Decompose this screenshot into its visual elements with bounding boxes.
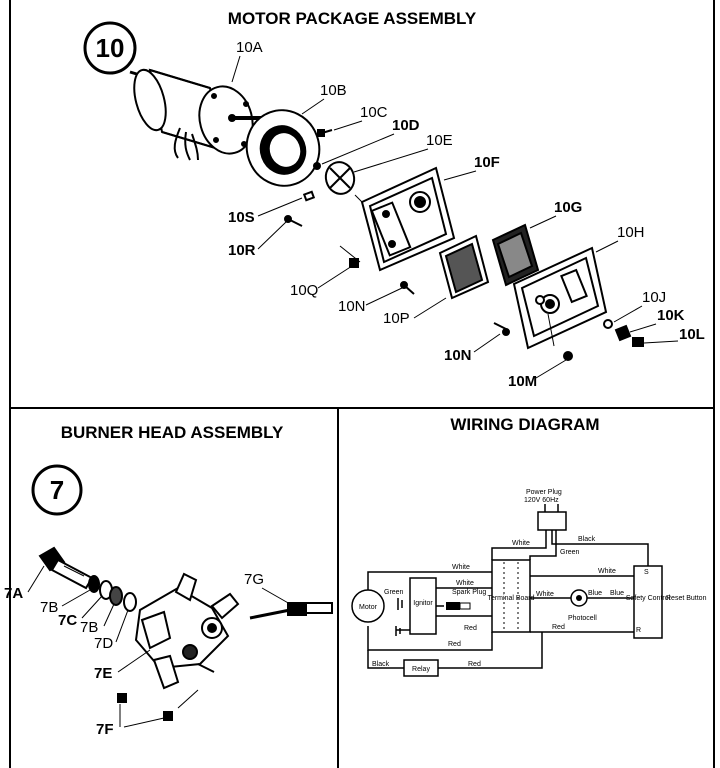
label-10c: 10C xyxy=(360,104,388,121)
label-10b: 10B xyxy=(320,82,347,99)
wire-red-relay: Red xyxy=(468,661,481,668)
wiring-section-title: WIRING DIAGRAM xyxy=(450,415,599,434)
motor-section-title: MOTOR PACKAGE ASSEMBLY xyxy=(228,9,477,28)
label-7f: 7F xyxy=(96,721,114,738)
screw-10m-drawing xyxy=(547,313,573,361)
motor-10a-drawing xyxy=(129,68,262,161)
section-dividers xyxy=(9,0,715,768)
label-7c: 7C xyxy=(58,612,77,629)
wire-red-safety: Red xyxy=(552,624,565,631)
reset-button-label: Reset Button xyxy=(666,595,707,602)
burner-section-title: BURNER HEAD ASSEMBLY xyxy=(61,423,284,442)
terminal-board: Terminal Board xyxy=(487,559,535,633)
power-spec-label: 120V 60Hz xyxy=(524,497,559,504)
motor-leader-lines xyxy=(231,55,679,379)
power-plug-drawing xyxy=(537,504,567,531)
label-10k: 10K xyxy=(657,307,685,324)
wire-white-safety: White xyxy=(598,568,616,575)
ignitor-label: Ignitor xyxy=(413,600,433,607)
label-10s: 10S xyxy=(228,209,255,226)
burner-assembly-badge: 7 xyxy=(31,464,83,516)
label-7d: 7D xyxy=(94,635,113,652)
wire-white-left: White xyxy=(452,564,470,571)
wire-black-top: Black xyxy=(578,536,596,543)
flange-10b-drawing xyxy=(245,109,321,187)
relay-label: Relay xyxy=(412,666,430,673)
terminal-s-label: S xyxy=(644,569,649,576)
label-10h: 10H xyxy=(617,224,645,241)
parts-7b-7c-drawing xyxy=(88,575,137,612)
wire-blue-left: Blue xyxy=(588,590,602,597)
wiring-motor-label: Motor xyxy=(359,604,378,611)
safety-control-label: Safety Control xyxy=(626,595,671,602)
label-10a: 10A xyxy=(236,39,263,56)
wire-red-ignitor: Red xyxy=(464,625,477,632)
power-plug-label: Power Plug xyxy=(526,489,562,496)
label-7a: 7A xyxy=(4,585,23,602)
label-10p: 10P xyxy=(383,310,410,327)
burner-head-7e-drawing xyxy=(134,572,240,690)
photocell-symbol: Photocell xyxy=(568,589,597,622)
wire-green-top: Green xyxy=(560,549,580,556)
label-10f: 10F xyxy=(474,154,500,171)
wiring-motor-symbol: Motor xyxy=(351,589,385,623)
terminal-board-label: Terminal Board xyxy=(487,595,534,602)
relay-box: Relay xyxy=(403,659,439,677)
motor-assembly-number: 10 xyxy=(96,33,125,63)
wire-white-ignitor: White xyxy=(456,580,474,587)
screws-7f-drawing xyxy=(117,689,199,721)
label-10j: 10J xyxy=(642,289,666,306)
wire-white-top: White xyxy=(512,540,530,547)
label-10m: 10M xyxy=(508,373,537,390)
cover-10h-drawing xyxy=(512,246,608,350)
safety-control-box: Safety Control R S Reset Button xyxy=(626,565,707,639)
label-7b-upper: 7B xyxy=(40,599,58,616)
screw-10r-drawing xyxy=(284,215,303,227)
fan-10e-drawing xyxy=(324,161,356,195)
label-10n-lower: 10N xyxy=(444,347,472,364)
wire-color-labels: Power Plug 120V 60Hz White Black Green W… xyxy=(372,489,624,668)
wire-blue-right: Blue xyxy=(610,590,624,597)
washer-10d-drawing xyxy=(313,162,321,170)
motor-part-labels: 10A 10B 10C 10D 10E 10F 10G 10H 10J 10K … xyxy=(228,39,705,390)
label-10r: 10R xyxy=(228,242,256,259)
spark-plug-label: Spark Plug xyxy=(452,589,486,596)
label-7e: 7E xyxy=(94,665,112,682)
housing-10f-drawing xyxy=(339,166,456,272)
screen-10p-drawing xyxy=(438,234,490,300)
filter-10g-drawing xyxy=(491,223,540,287)
motor-assembly-badge: 10 xyxy=(83,21,137,75)
label-10l: 10L xyxy=(679,326,705,343)
burner-leader-lines xyxy=(27,565,291,728)
label-10e: 10E xyxy=(426,132,453,149)
spark-plug-symbol xyxy=(446,602,471,610)
label-10g: 10G xyxy=(554,199,582,216)
burner-assembly-number: 7 xyxy=(50,475,64,505)
wire-white-photocell: White xyxy=(536,591,554,598)
label-7g: 7G xyxy=(244,571,264,588)
screw-10n-drawing xyxy=(400,281,510,336)
burner-part-labels: 7A 7B 7C 7B 7D 7E 7F 7G xyxy=(4,571,264,738)
screw-10c-drawing xyxy=(317,129,333,137)
ignitor-box: Ignitor xyxy=(409,577,437,635)
parts-10j-10k-10l-drawing xyxy=(603,319,644,347)
wire-green-motor: Green xyxy=(384,589,404,596)
photocell-label: Photocell xyxy=(568,615,597,622)
part-10s-drawing xyxy=(302,190,316,202)
wire-red-lower: Red xyxy=(448,641,461,648)
nozzle-7a-drawing xyxy=(38,546,94,590)
wire-black-relay: Black xyxy=(372,661,390,668)
label-7b-lower: 7B xyxy=(80,619,98,636)
terminal-r-label: R xyxy=(636,627,641,634)
ground-symbols xyxy=(395,598,403,636)
label-10d: 10D xyxy=(392,117,420,134)
label-10q: 10Q xyxy=(290,282,318,299)
label-10n-upper: 10N xyxy=(338,298,366,315)
electrode-7g-drawing xyxy=(249,602,333,620)
